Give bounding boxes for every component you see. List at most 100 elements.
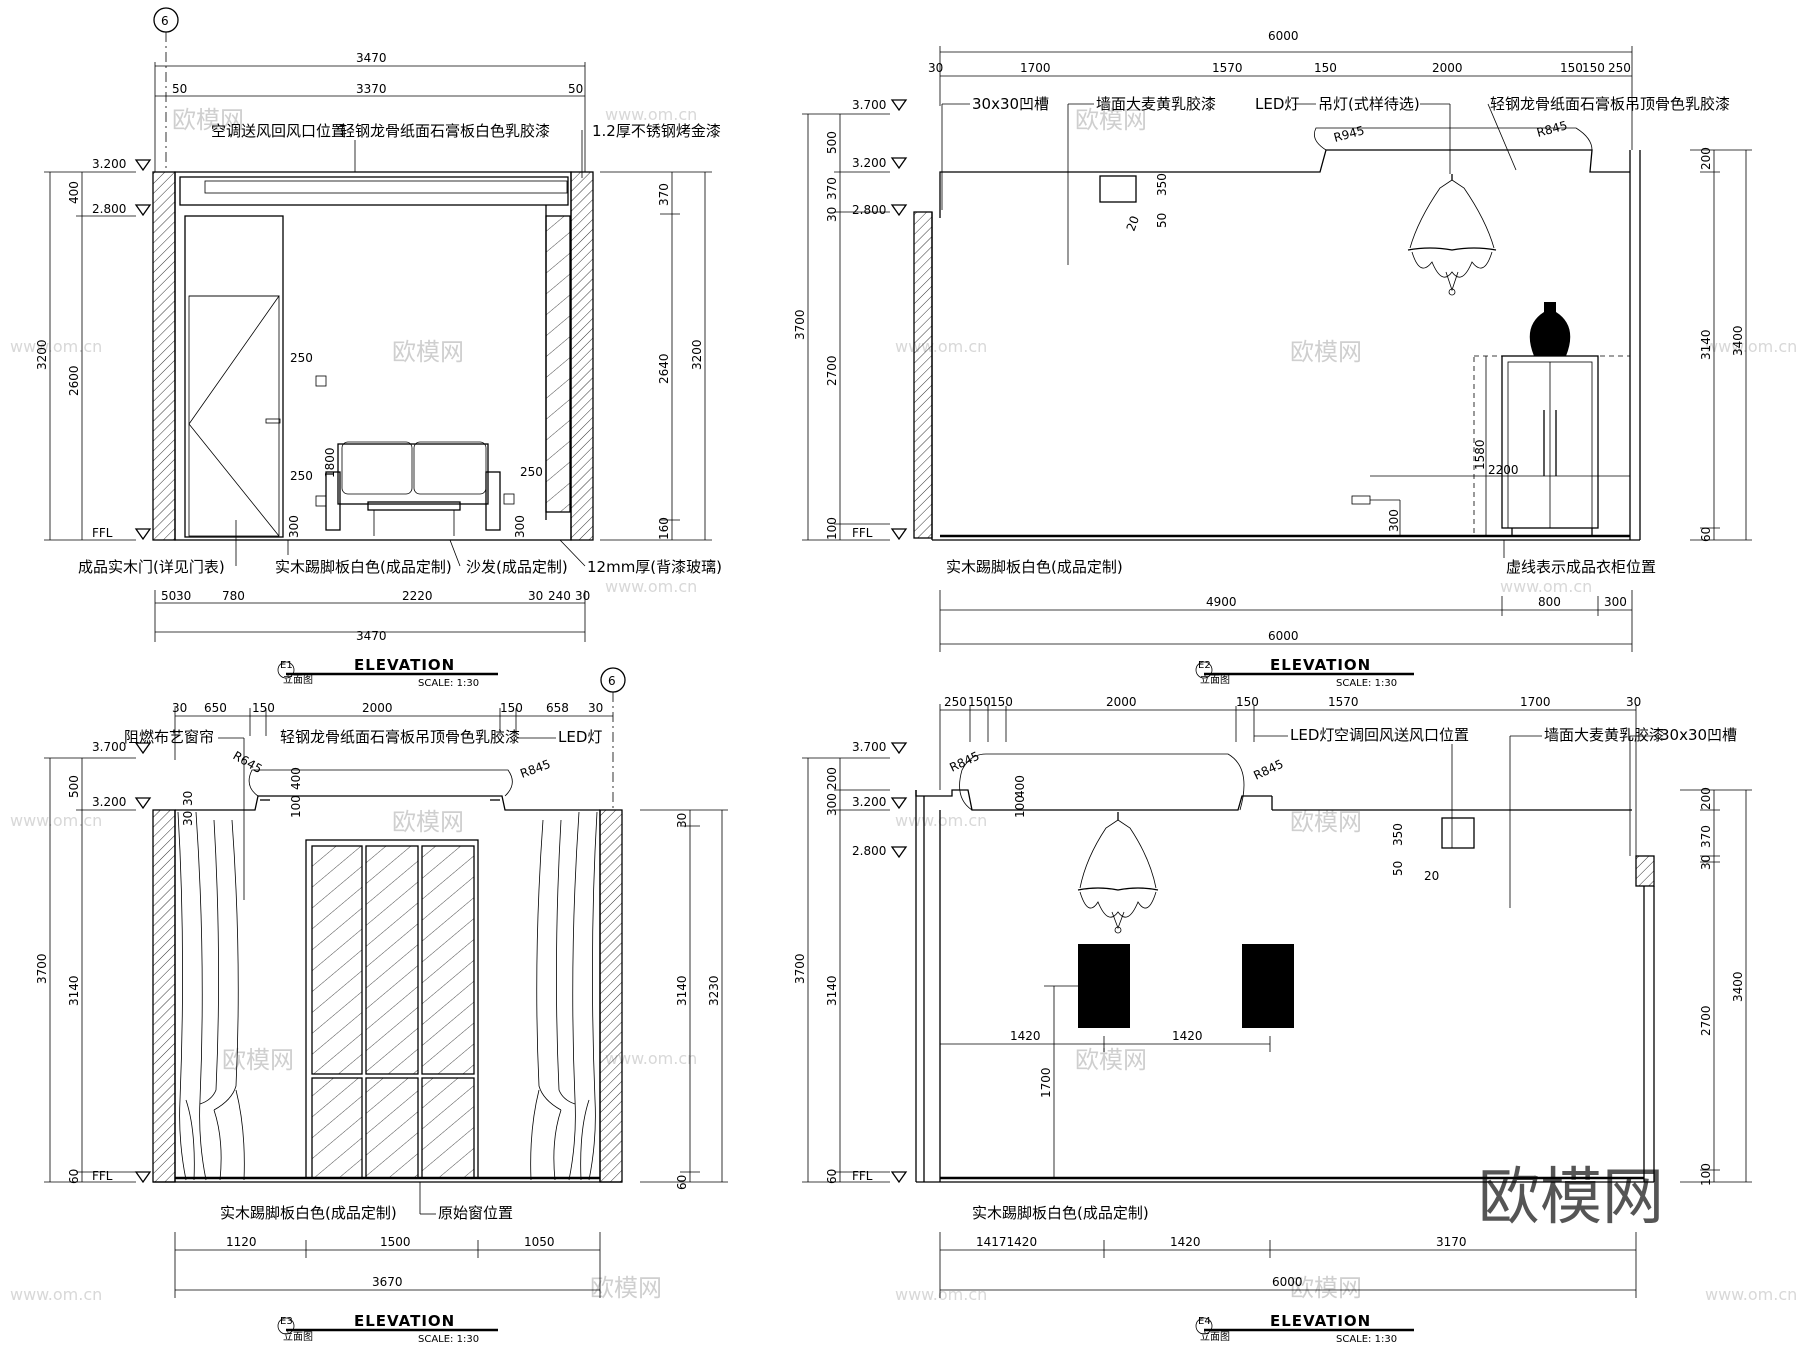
dim-top: 30 bbox=[588, 701, 603, 715]
radius: R845 bbox=[1251, 757, 1285, 783]
watermark-url: www.om.cn bbox=[605, 1049, 697, 1068]
dim-right: 370 bbox=[1699, 825, 1713, 848]
watermark-url: www.om.cn bbox=[895, 337, 987, 356]
subtitle: 立面图 bbox=[1200, 1330, 1230, 1343]
label-paint: 墙面大麦黄乳胶漆 bbox=[1544, 726, 1664, 744]
tag: E4 bbox=[1198, 1316, 1211, 1327]
wall-art bbox=[1242, 944, 1294, 1028]
radius: R945 bbox=[1332, 123, 1366, 145]
dim-top: 658 bbox=[546, 701, 569, 715]
label-wardrobe-note: 虚线表示成品衣柜位置 bbox=[1506, 558, 1656, 576]
title: ELEVATION bbox=[1270, 656, 1371, 674]
level-mark: 3.700 bbox=[852, 98, 886, 112]
dim-inner: 350 bbox=[1391, 823, 1405, 846]
dim-left: 500 bbox=[67, 775, 81, 798]
dim-left: 2700 bbox=[825, 355, 839, 386]
dim-inner: 30 bbox=[181, 811, 195, 826]
dim-inner: 300 bbox=[513, 515, 527, 538]
level-mark: 3.700 bbox=[852, 740, 886, 754]
dim-inner: 1420 bbox=[1010, 1029, 1041, 1043]
label-sofa: 沙发(成品定制) bbox=[466, 558, 568, 576]
label-led: LED灯 bbox=[1255, 95, 1299, 113]
dim-bottom: 1420 bbox=[1170, 1235, 1201, 1249]
subtitle: 立面图 bbox=[283, 673, 313, 686]
dim-inner: 1700 bbox=[1039, 1067, 1053, 1098]
dim-inner: 30 bbox=[181, 791, 195, 806]
tag: E1 bbox=[280, 660, 293, 671]
watermark: 欧模网 bbox=[392, 808, 464, 836]
elevation-e3: 6 30 650 150 2000 150 658 30 阻燃布艺窗帘 轻钢龙骨… bbox=[35, 667, 728, 1345]
label-led: LED灯 bbox=[1290, 726, 1334, 744]
dim-inner: 250 bbox=[520, 465, 543, 479]
dim-top: 250 bbox=[944, 695, 967, 709]
tag: E2 bbox=[1198, 660, 1211, 671]
watermark: 欧模网 bbox=[1290, 1274, 1362, 1302]
title: ELEVATION bbox=[354, 1312, 455, 1330]
watermark-url: www.om.cn bbox=[1705, 337, 1797, 356]
dim-top: 150 bbox=[1236, 695, 1259, 709]
dim-right: 2700 bbox=[1699, 1005, 1713, 1036]
scale: SCALE: 1:30 bbox=[418, 678, 479, 689]
label-ac-vent: 空调送风回风口位置 bbox=[211, 122, 346, 140]
dim-inner: 1800 bbox=[323, 447, 337, 478]
dim-left: 3200 bbox=[35, 339, 49, 370]
dim-left: 3140 bbox=[67, 975, 81, 1006]
label-groove: 30x30凹槽 bbox=[972, 95, 1049, 113]
watermark: 欧模网 bbox=[1075, 106, 1147, 134]
dim-top: 1570 bbox=[1328, 695, 1359, 709]
dim-top: 2000 bbox=[1106, 695, 1137, 709]
dim-bottom: 1050 bbox=[524, 1235, 555, 1249]
dim-bottom-total: 6000 bbox=[1272, 1275, 1303, 1289]
dim-left: 100 bbox=[825, 517, 839, 540]
watermark: 欧模网 bbox=[1075, 1046, 1147, 1074]
label-baseboard: 实木踢脚板白色(成品定制) bbox=[220, 1204, 397, 1222]
dim-inner: 1580 bbox=[1473, 439, 1487, 470]
dim-left: 3700 bbox=[35, 953, 49, 984]
level-ffl: FFL bbox=[92, 526, 113, 540]
dim-left: 30 bbox=[825, 207, 839, 222]
dim-top: 150 bbox=[1560, 61, 1583, 75]
radius: R845 bbox=[947, 749, 981, 775]
dim-top: 3370 bbox=[356, 82, 387, 96]
chandelier bbox=[1077, 812, 1159, 934]
dim-right: 2640 bbox=[657, 353, 671, 384]
dim-top: 250 bbox=[1608, 61, 1631, 75]
dim-top: 50 bbox=[568, 82, 583, 96]
watermark-url: www.om.cn bbox=[895, 1285, 987, 1304]
dim-top: 1700 bbox=[1520, 695, 1551, 709]
dim-bottom: 300 bbox=[1604, 595, 1627, 609]
watermark: 欧模网 bbox=[392, 338, 464, 366]
tag: E3 bbox=[280, 1316, 293, 1327]
dim-bottom: 30 bbox=[575, 589, 590, 603]
level-mark: 3.200 bbox=[852, 156, 886, 170]
dim-left: 3700 bbox=[793, 953, 807, 984]
watermark-url: www.om.cn bbox=[605, 577, 697, 596]
dim-bottom: 50 bbox=[161, 589, 176, 603]
dim-left: 3140 bbox=[825, 975, 839, 1006]
watermark: 欧模网 bbox=[222, 1046, 294, 1074]
axis-label: 6 bbox=[161, 14, 169, 28]
dim-inner: 100 bbox=[289, 795, 303, 818]
level-ffl: FFL bbox=[852, 526, 873, 540]
elevation-e1: 6 3470 50 3370 50 空调送风回风口位置 轻钢龙骨纸面石膏板白色乳… bbox=[35, 7, 722, 689]
dim-inner: 50 bbox=[1155, 213, 1169, 228]
level-mark: 2.800 bbox=[92, 202, 126, 216]
chandelier bbox=[1407, 174, 1497, 296]
dim-right: 100 bbox=[1699, 1163, 1713, 1186]
scale: SCALE: 1:30 bbox=[418, 1334, 479, 1345]
dim-top: 30 bbox=[172, 701, 187, 715]
watermark: 欧模网 bbox=[172, 106, 244, 134]
dim-bottom: 1500 bbox=[380, 1235, 411, 1249]
axis-label: 6 bbox=[608, 674, 616, 688]
wardrobe bbox=[1473, 355, 1631, 537]
label-led: LED灯 bbox=[558, 728, 602, 746]
title: ELEVATION bbox=[1270, 1312, 1371, 1330]
dim-right: 200 bbox=[1699, 147, 1713, 170]
watermark-url: www.om.cn bbox=[10, 337, 102, 356]
dim-right: 200 bbox=[1699, 787, 1713, 810]
dim-right: 3400 bbox=[1731, 325, 1745, 356]
dim-bottom: 30 bbox=[176, 589, 191, 603]
dim-top: 150 bbox=[1582, 61, 1605, 75]
dim-left: 300 bbox=[825, 793, 839, 816]
scale: SCALE: 1:30 bbox=[1336, 678, 1397, 689]
